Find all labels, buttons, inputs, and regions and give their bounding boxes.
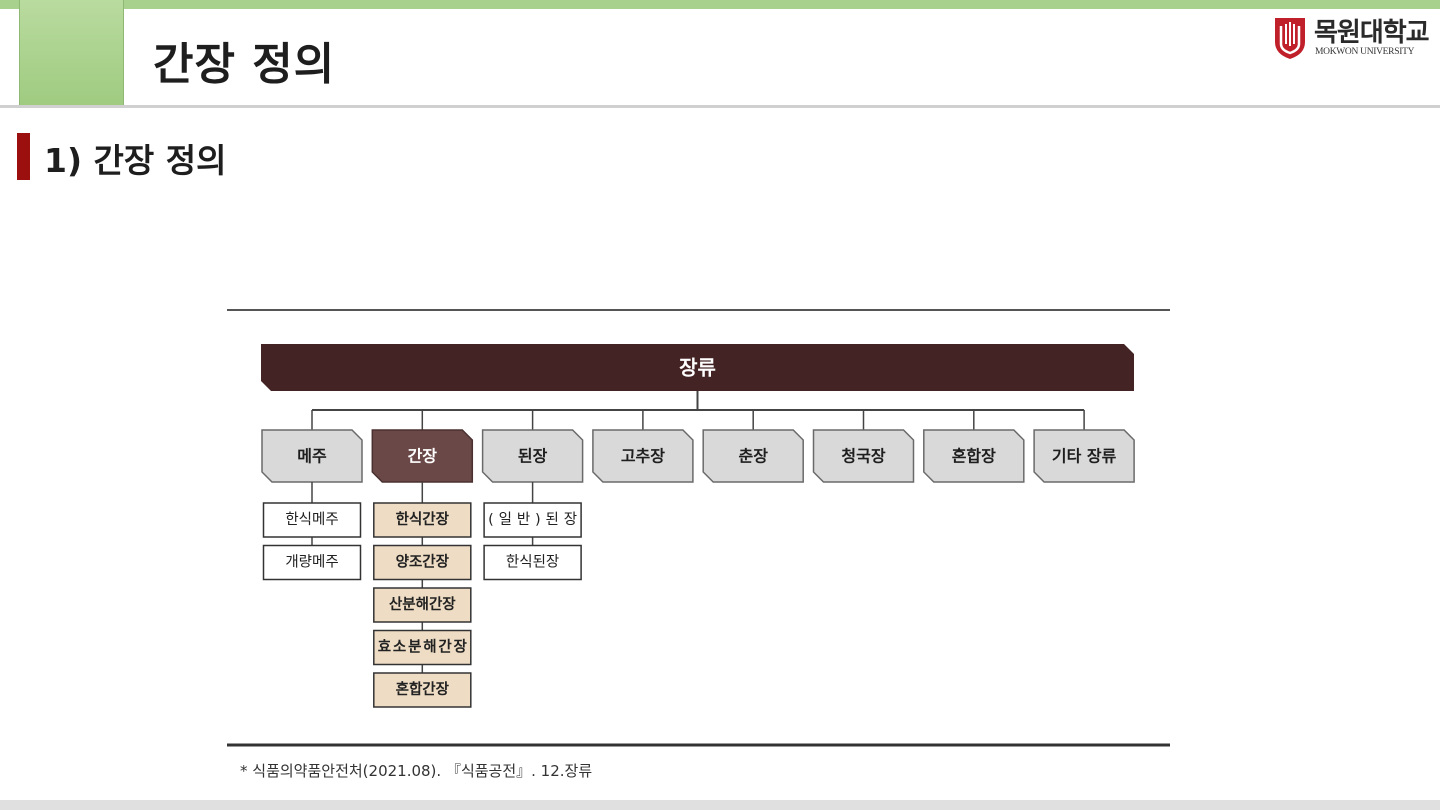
top-accent-strip (0, 0, 1440, 9)
header-tab-decoration (19, 0, 124, 106)
category-node (812, 429, 915, 483)
category-node-label: 고추장 (621, 447, 665, 466)
university-logo: 목원대학교 MOKWON UNIVERSITY (1272, 14, 1440, 62)
category-node (923, 429, 1025, 483)
category-node (481, 429, 584, 483)
child-node (262, 544, 362, 581)
category-node (261, 429, 363, 483)
root-node-label: 장류 (679, 356, 716, 380)
child-node (373, 629, 472, 666)
child-node-label: 효소분해간장 (378, 638, 468, 656)
category-node-label: 간장 (408, 447, 438, 466)
category-node-label: 된장 (518, 447, 548, 466)
category-node-label: 메주 (297, 447, 327, 466)
child-node (483, 502, 582, 538)
category-node-label: 기타 장류 (1052, 447, 1117, 466)
child-node-label: 한식메주 (285, 511, 338, 528)
page-title: 간장 정의 (153, 39, 336, 90)
child-node-label: 개량메주 (285, 554, 338, 571)
section-marker (17, 133, 30, 180)
category-node (371, 429, 474, 483)
child-node (483, 544, 582, 581)
bottom-strip (0, 800, 1440, 810)
child-node (373, 672, 472, 708)
child-node-label: 한식된장 (506, 554, 559, 571)
root-node (261, 344, 1134, 391)
category-node (702, 429, 804, 483)
header-divider (0, 105, 1440, 108)
category-node-label: 춘장 (738, 447, 768, 466)
child-node-label: 양조간장 (396, 553, 450, 571)
child-node-label: 혼합간장 (396, 680, 450, 698)
section-title: 1) 간장 정의 (44, 141, 227, 180)
category-node (1033, 429, 1135, 483)
child-node (373, 587, 472, 623)
logo-subtitle: MOKWON UNIVERSITY (1315, 47, 1415, 57)
child-node-label: 한식간장 (396, 510, 450, 528)
university-emblem-icon (1275, 18, 1305, 59)
child-node (373, 502, 472, 538)
child-node (262, 502, 362, 538)
category-node (592, 429, 694, 483)
logo-name: 목원대학교 (1314, 18, 1430, 48)
child-node (373, 544, 472, 581)
category-node-label: 청국장 (841, 447, 885, 466)
child-node-label: 산분해간장 (389, 595, 456, 613)
category-node-label: 혼합장 (952, 447, 996, 466)
source-footnote: * 식품의약품안전처(2021.08). 『식품공전』. 12.장류 (240, 762, 593, 780)
